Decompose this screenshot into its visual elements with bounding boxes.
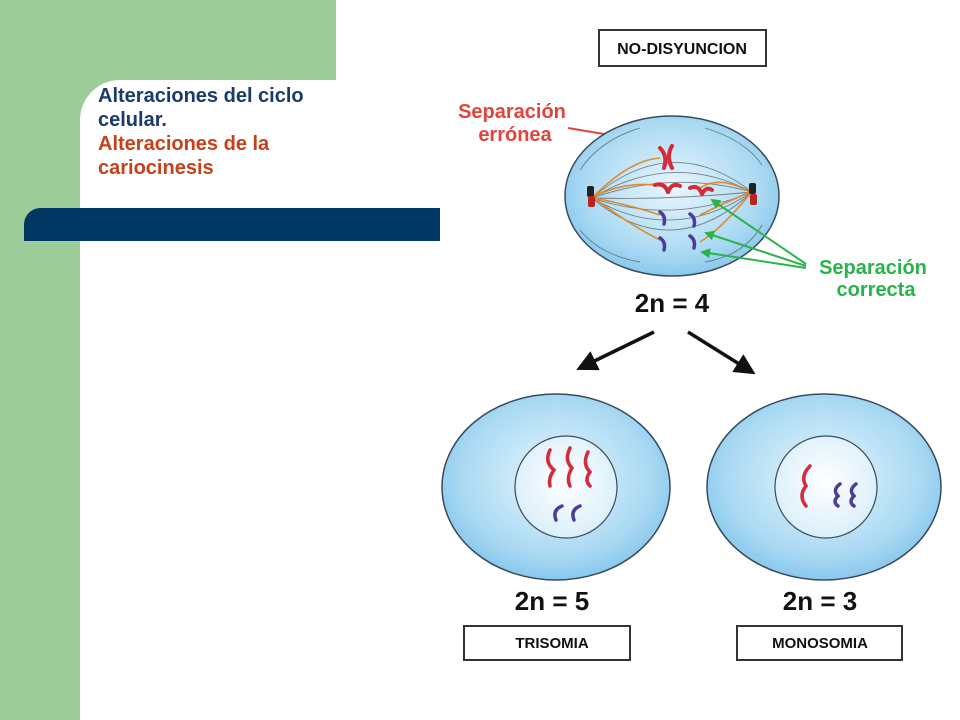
centrosome-right-2 <box>750 194 757 205</box>
correct-label-line-1: Separación <box>819 257 927 279</box>
wrong-label-line-1: Separación <box>458 101 566 123</box>
heading-box: NO-DISYUNCION <box>598 29 767 67</box>
right-formula: 2n = 3 <box>783 586 857 616</box>
divider-bar <box>24 208 440 241</box>
monosomy-text: MONOSOMIA <box>772 635 868 652</box>
dividing-cell <box>564 115 780 277</box>
monosomy-box: MONOSOMIA <box>736 625 903 661</box>
title-line-3: Alteraciones de la <box>98 133 270 155</box>
trisomy-text: TRISOMIA <box>515 635 588 652</box>
arrow-to-monosomy <box>687 330 756 375</box>
sidebar-strip <box>0 0 80 720</box>
correct-label-line-2: correcta <box>837 279 917 301</box>
title-line-4: cariocinesis <box>98 157 214 179</box>
arrow-to-trisomy <box>576 330 655 371</box>
heading-text: NO-DISYUNCION <box>617 41 747 58</box>
chromosomes-red <box>653 144 714 196</box>
daughter-cell-trisomy <box>441 393 671 581</box>
chromosomes-blue <box>658 210 697 252</box>
wrong-label-line-2: errónea <box>478 124 552 146</box>
trisomy-box: TRISOMIA <box>463 625 631 661</box>
daughter-cell-monosomy <box>706 393 942 581</box>
parent-formula: 2n = 4 <box>635 288 710 318</box>
centrosome-left-2 <box>588 196 595 207</box>
title-line-1: Alteraciones del ciclo <box>98 85 304 107</box>
correct-pointer-arrows <box>700 198 807 269</box>
centrosome-right <box>749 183 756 194</box>
title-line-2: celular. <box>98 109 167 131</box>
sidebar-header-tab <box>80 0 336 80</box>
centrosome-left <box>587 186 594 197</box>
slide-title: Alteraciones del ciclo celular. Alteraci… <box>98 84 358 180</box>
left-formula: 2n = 5 <box>515 586 589 616</box>
